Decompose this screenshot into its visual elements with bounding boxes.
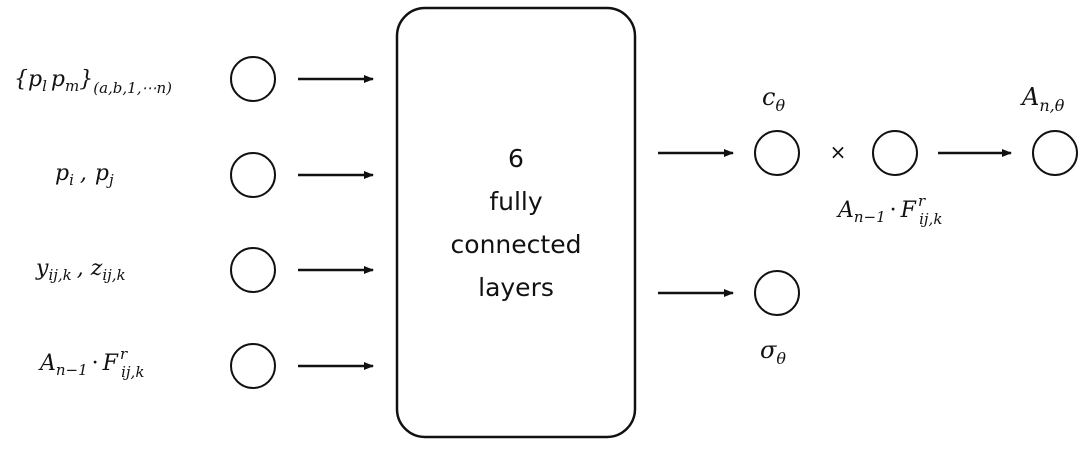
output-node-sigma [754,270,800,316]
box-line-layers: layers [478,273,554,302]
fc-layers-box [395,6,637,439]
input-node-1 [230,56,276,102]
input-node-3 [230,247,276,293]
c-theta-label: cθ [762,83,785,115]
input-node-4 [230,343,276,389]
input-label-2: pi,pj [55,161,114,189]
input-node-2 [230,152,276,198]
box-line-fully: fully [489,187,543,216]
times-sign: × [830,140,847,164]
sigma-theta-label: σθ [760,336,786,368]
multiplier-node [872,130,918,176]
box-line-connected: connected [451,230,582,259]
result-label: An,θ [1020,83,1065,115]
input-label-3: yij,k,zij,k [35,256,126,284]
result-node [1032,130,1078,176]
output-node-c [754,130,800,176]
box-line-count: 6 [508,144,524,173]
